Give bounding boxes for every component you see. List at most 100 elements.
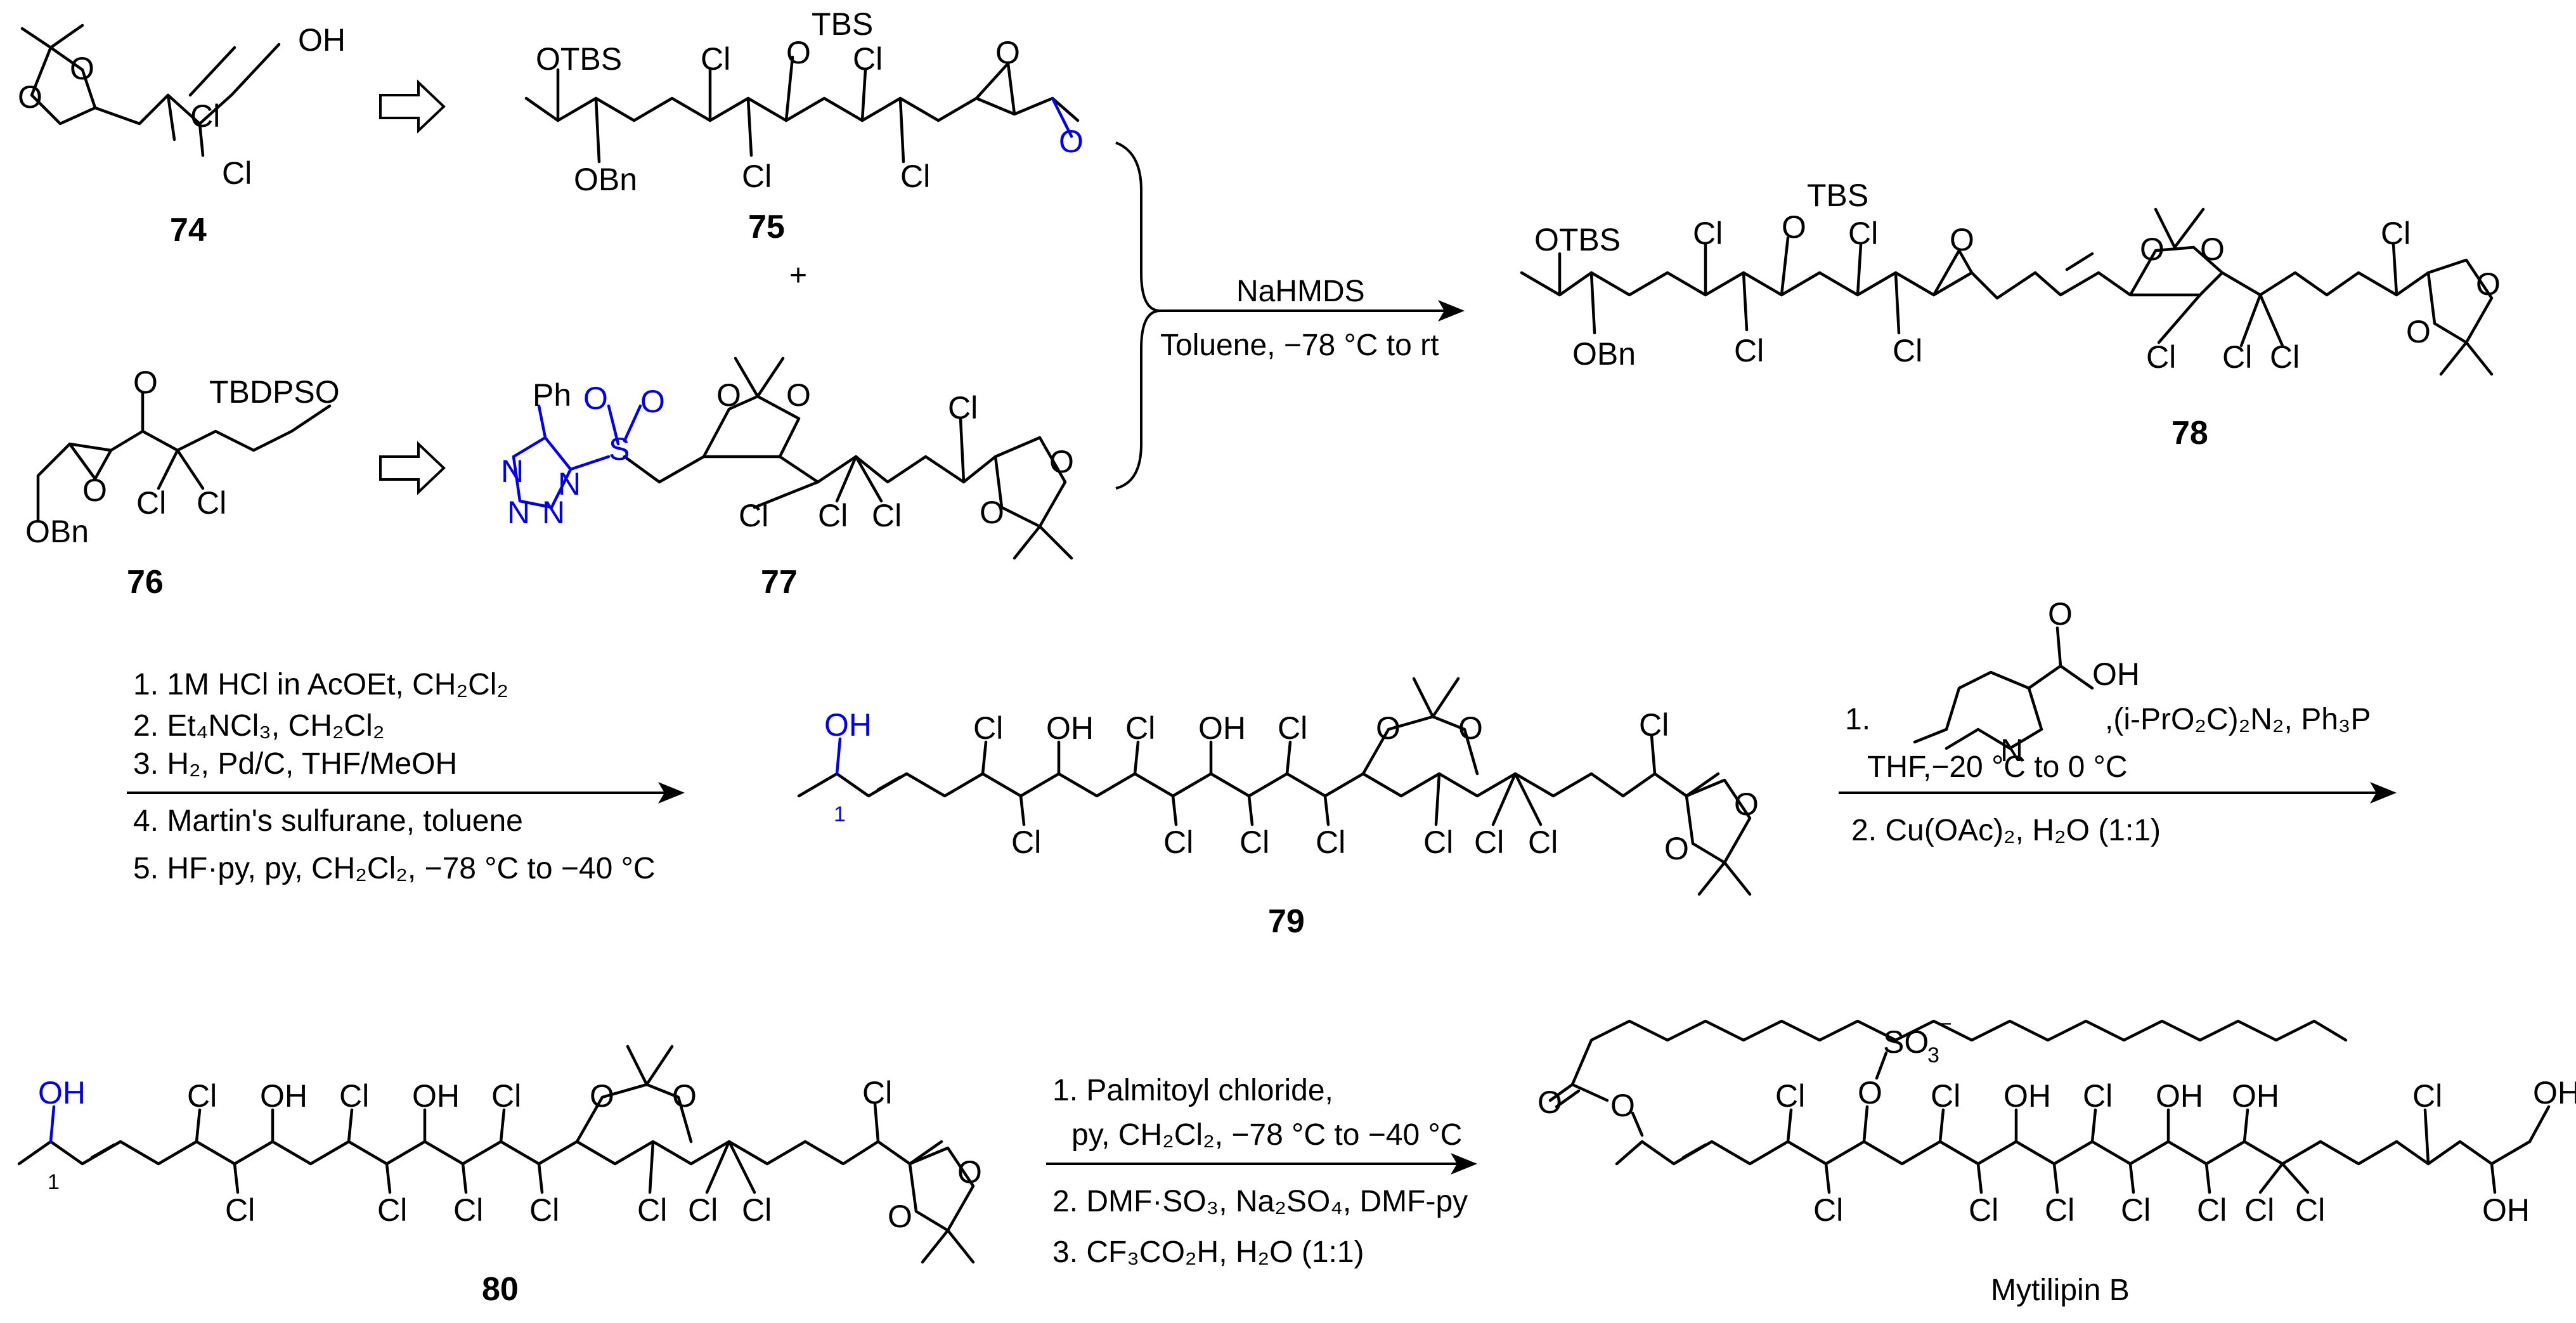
cl-atom: Cl <box>1163 824 1193 860</box>
cl-atom: Cl <box>1316 824 1345 860</box>
cl-atom: Cl <box>2295 1192 2325 1228</box>
o-atom: O <box>888 1199 912 1234</box>
compound-number-75: 75 <box>748 209 785 245</box>
o-atom: O <box>70 51 94 86</box>
compound-74: O O Cl Cl OH 74 <box>18 22 346 249</box>
oh-group: OH <box>2533 1075 2576 1111</box>
sulfate-group: SO <box>1883 1024 1929 1060</box>
o-atom: O <box>2406 314 2431 349</box>
oh-group: OH <box>260 1078 307 1114</box>
step2-arrow <box>127 782 685 804</box>
step1-conditions: Toluene, −78 °C to rt <box>1160 329 1439 362</box>
n-atom: N <box>558 466 581 502</box>
cl-atom: Cl <box>1474 824 1504 860</box>
o-atom: O <box>1458 710 1483 746</box>
cl-atom: Cl <box>1969 1192 1998 1228</box>
cl-atom: Cl <box>222 155 252 191</box>
obn-group: OBn <box>574 162 637 197</box>
oh-group: OH <box>2232 1078 2279 1114</box>
tbs-group: TBS <box>1807 178 1868 213</box>
sulfur-atom: S <box>609 431 630 467</box>
compound-77: Ph N N N N S O O O O Cl Cl Cl Cl O O 77 <box>501 356 1074 601</box>
aldehyde-o-atom: O <box>1059 124 1084 159</box>
compound-number-78: 78 <box>2171 415 2208 452</box>
o-atom: O <box>133 365 158 400</box>
oh-group: OH <box>1198 710 1246 746</box>
n-atom: N <box>507 495 530 530</box>
o-atom: O <box>1858 1075 1882 1111</box>
compound-79: OH 1 Cl Cl OH Cl Cl OH Cl Cl Cl O O Cl C… <box>797 677 1759 940</box>
cl-atom: Cl <box>948 390 978 426</box>
cl-atom: Cl <box>872 498 902 533</box>
cl-atom: Cl <box>853 41 883 77</box>
picolinic-acid-structure: N O OH <box>1913 596 2140 768</box>
cl-atom: Cl <box>1239 824 1269 860</box>
cl-atom: Cl <box>1278 710 1307 746</box>
cl-atom: Cl <box>739 498 768 533</box>
cl-atom: Cl <box>862 1075 892 1111</box>
compound-number-77: 77 <box>761 564 798 601</box>
cl-atom: Cl <box>2045 1192 2074 1228</box>
cl-atom: Cl <box>1011 824 1041 860</box>
step4-line1: 1. Palmitoyl chloride, <box>1052 1074 1333 1107</box>
o-atom: O <box>1376 710 1401 746</box>
step2-line1: 1. 1M HCl in AcOEt, CH₂Cl₂ <box>133 668 508 701</box>
compound-75: OTBS OBn Cl Cl O TBS Cl Cl O O 75 + <box>524 6 1084 292</box>
cl-atom: Cl <box>136 485 166 521</box>
step2-line4: 4. Martin's sulfurane, toluene <box>133 804 523 838</box>
o-atom: O <box>995 35 1020 70</box>
retro-arrow <box>379 79 446 134</box>
compound-number-79: 79 <box>1268 903 1305 940</box>
cl-atom: Cl <box>701 41 730 77</box>
step2-line3: 3. H₂, Pd/C, THF/MeOH <box>133 747 457 781</box>
o-atom: O <box>1049 444 1074 479</box>
n-atom: N <box>2000 733 2023 768</box>
cl-atom: Cl <box>900 159 930 194</box>
o-atom: O <box>590 1078 614 1114</box>
o-atom: O <box>1664 831 1689 866</box>
compound-80: OH 1 Cl Cl OH Cl Cl OH Cl Cl Cl O O Cl C… <box>17 1045 982 1308</box>
cl-atom: Cl <box>1848 216 1878 251</box>
cl-atom: Cl <box>2270 339 2300 375</box>
step3-line1b: THF,−20 °C to 0 °C <box>1867 750 2128 784</box>
compound-number-76: 76 <box>127 564 164 601</box>
compound-number-80: 80 <box>482 1271 519 1308</box>
cl-atom: Cl <box>1125 710 1155 746</box>
reaction-brace <box>1115 141 1161 490</box>
cl-atom: Cl <box>1813 1192 1843 1228</box>
o-atom: O <box>2140 231 2165 267</box>
sulfate-charge: − <box>1940 1012 1952 1035</box>
o-atom: O <box>980 495 1004 530</box>
compound-78: OTBS OBn Cl Cl O TBS Cl Cl O O O Cl Cl C… <box>1520 178 2501 452</box>
ester-o-atom: O <box>1610 1088 1635 1123</box>
step3-line2: 2. Cu(OAc)₂, H₂O (1:1) <box>1851 814 2161 847</box>
tbs-group: TBS <box>812 6 873 42</box>
cl-atom: Cl <box>742 159 772 194</box>
c1-locant: 1 <box>48 1170 60 1194</box>
ester-o-atom: O <box>1537 1085 1562 1120</box>
step2-line2: 2. Et₄NCl₃, CH₂Cl₂ <box>133 709 384 743</box>
step1-reagent: NaHMDS <box>1236 275 1365 308</box>
cl-atom: Cl <box>637 1192 667 1228</box>
o-atom: O <box>2048 596 2073 632</box>
cl-atom: Cl <box>973 710 1003 746</box>
o-atom: O <box>672 1078 697 1114</box>
cl-atom: Cl <box>2244 1192 2274 1228</box>
compound-name-mytilipin-b: Mytilipin B <box>1991 1274 2130 1307</box>
cl-atom: Cl <box>2222 339 2252 375</box>
cl-atom: Cl <box>1893 333 1922 368</box>
cl-atom: Cl <box>2121 1192 2151 1228</box>
cl-atom: Cl <box>2381 216 2411 251</box>
oh-group: OH <box>2482 1192 2530 1228</box>
cl-atom: Cl <box>688 1192 718 1228</box>
cl-atom: Cl <box>2146 339 2176 375</box>
retro-arrow <box>379 441 446 495</box>
obn-group: OBn <box>25 514 89 549</box>
o-atom: O <box>2200 231 2225 267</box>
cl-atom: Cl <box>818 498 848 533</box>
sulfate-subscript: 3 <box>1927 1043 1939 1067</box>
step1-arrow <box>1160 300 1465 322</box>
step4-line3: 3. CF₃CO₂H, H₂O (1:1) <box>1052 1235 1364 1269</box>
cl-atom: Cl <box>187 1078 217 1114</box>
cl-atom: Cl <box>453 1192 483 1228</box>
